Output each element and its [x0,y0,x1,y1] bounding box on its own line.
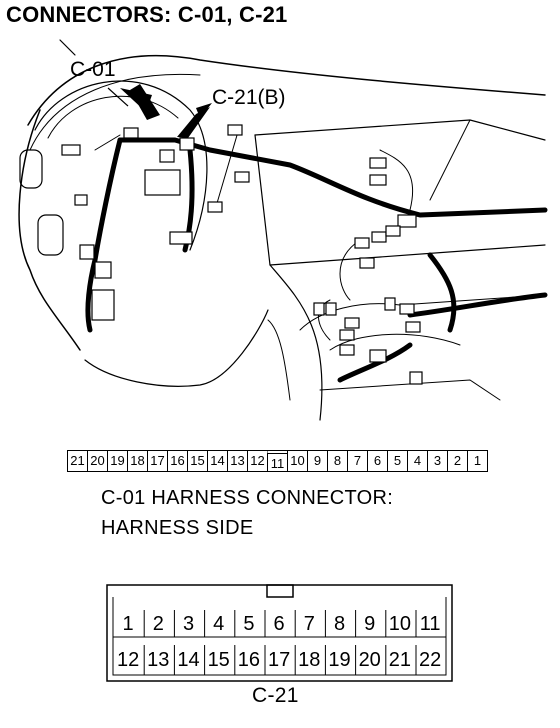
c01-pin-15: 15 [187,450,207,472]
c21-caption: C-21 [252,684,299,707]
c01-pin-2: 2 [447,450,467,472]
c01-pin-11: 11 [267,450,287,472]
c01-pin-12: 12 [247,450,267,472]
c01-pin-1: 1 [467,450,488,472]
c01-pin-8: 8 [327,450,347,472]
c01-pin-6: 6 [367,450,387,472]
c01-pin-17: 17 [147,450,167,472]
connector-c21b-label: C-21(B) [212,86,286,109]
c01-pin-16: 16 [167,450,187,472]
page-title: CONNECTORS: C-01, C-21 [6,2,288,27]
c01-pin-14: 14 [207,450,227,472]
c01-pin-3: 3 [427,450,447,472]
connector-c01-label: C-01 [70,58,116,81]
pointer-arrow-icon [107,84,212,138]
c01-pin-13: 13 [227,450,247,472]
c01-pin-21: 21 [67,450,87,472]
c01-caption-line1: C-01 HARNESS CONNECTOR: [101,487,394,509]
c01-pin-10: 10 [287,450,307,472]
c01-pin-4: 4 [407,450,427,472]
c01-caption-line2: HARNESS SIDE [101,517,254,539]
c01-pin-7: 7 [347,450,367,472]
c01-pin-9: 9 [307,450,327,472]
c01-pin-18: 18 [127,450,147,472]
c01-pin-20: 20 [87,450,107,472]
c01-pin-19: 19 [107,450,127,472]
c01-pin-5: 5 [387,450,407,472]
